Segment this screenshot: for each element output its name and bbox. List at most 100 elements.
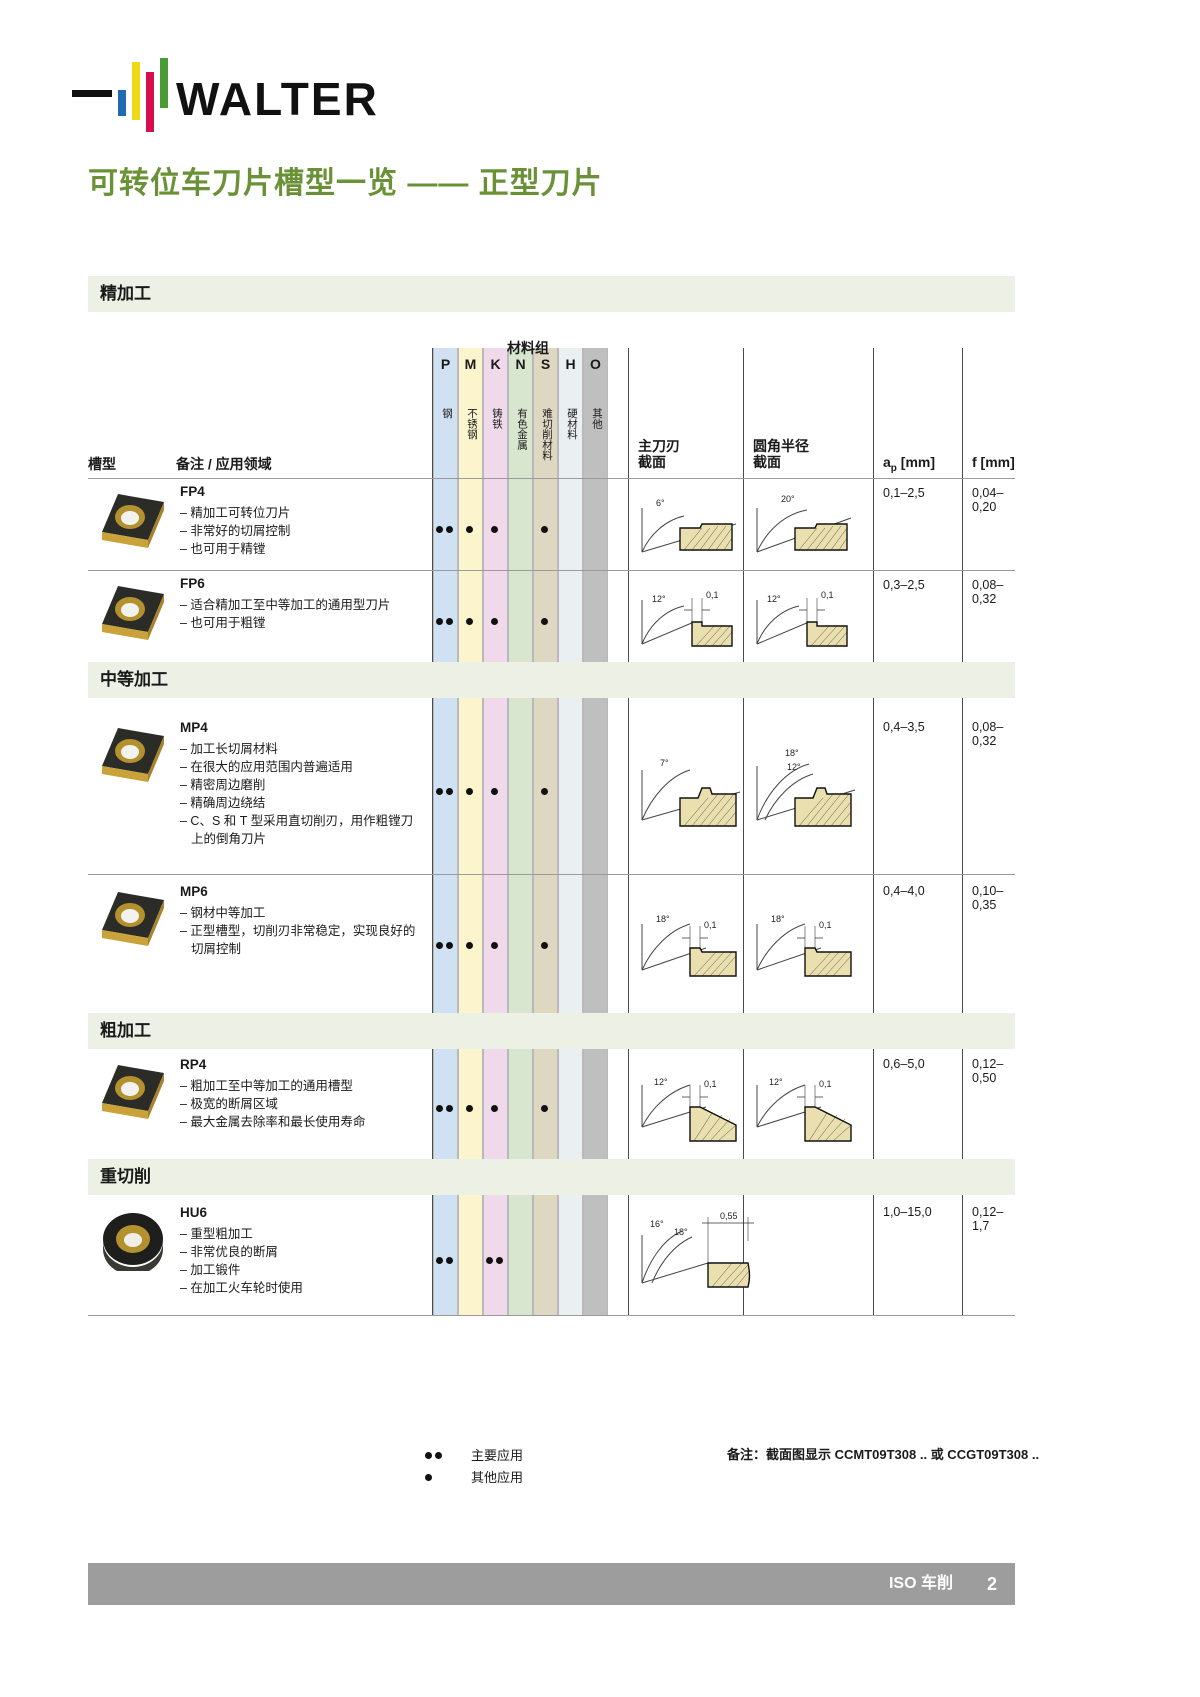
insert-photo-fp6: [94, 582, 172, 644]
material-column-P: [433, 1195, 458, 1315]
material-letter-N: N: [515, 356, 526, 372]
insert-photo-rp4: [94, 1061, 172, 1123]
table-row-fp6: FP6 – 适合精加工至中等加工的通用型刀片 – 也可用于粗镗: [88, 570, 1015, 662]
mark-S-mp4: [541, 782, 548, 800]
table-row-fp4: FP4 – 精加工可转位刀片 – 非常好的切屑控制 – 也可用于精镗: [88, 478, 1015, 570]
svg-text:12°: 12°: [787, 762, 801, 772]
material-column-M: [458, 698, 483, 1013]
vsep-after-matcols: [628, 348, 629, 662]
svg-text:12°: 12°: [767, 594, 781, 604]
mark-P-fp4: [436, 520, 453, 538]
section-diagram-corner-radius-mp6: 18° 0,1: [751, 900, 861, 986]
mark-P-hu6: [436, 1251, 453, 1269]
material-label-P: 钢: [441, 408, 453, 419]
insert-photo-mp6: [94, 888, 172, 950]
material-column-K: [483, 1195, 508, 1315]
material-column-N: [508, 698, 533, 1013]
material-column-P: [433, 698, 458, 1013]
value-f-fp6: 0,08–0,32: [972, 578, 1004, 606]
mark-M-fp4: [466, 520, 473, 538]
svg-text:12°: 12°: [652, 594, 666, 604]
value-ap-mp4: 0,4–3,5: [883, 720, 925, 734]
col-header-main-edge: 主刀刃 截面: [638, 438, 680, 470]
section-diagram-main-edge-mp6: 18° 0,1: [636, 900, 746, 986]
material-label-N: 有色金属: [516, 408, 528, 450]
insert-photo-fp4: [94, 490, 172, 552]
col-header-note: 备注 / 应用领域: [176, 456, 272, 472]
mark-K-rp4: [491, 1099, 498, 1117]
material-color-columns-roughing: [433, 1049, 628, 1159]
vsep-before-ap: [873, 348, 874, 662]
material-column-S: [533, 1195, 558, 1315]
material-column-P: [433, 1049, 458, 1159]
material-color-columns-heavy: [433, 1195, 628, 1315]
material-column-P: P 钢: [433, 348, 458, 662]
material-label-M: 不锈钢: [466, 408, 478, 440]
table-row-hu6: HU6 – 重型粗加工 – 非常优良的断屑 – 加工锻件 – 在加工火车轮时使用: [88, 1195, 1015, 1315]
section-diagram-main-edge-rp4: 12° 0,1: [636, 1063, 746, 1149]
col-header-ap: ap [mm]: [883, 454, 936, 474]
vsep-before-f: [962, 348, 963, 662]
value-f-hu6: 0,12–1,7: [972, 1205, 1004, 1233]
material-group-title: 材料组: [507, 340, 549, 356]
svg-text:0,1: 0,1: [819, 920, 832, 930]
material-label-O: 其他: [591, 408, 603, 429]
chipbreaker-desc-rp4: – 粗加工至中等加工的通用槽型 – 极宽的断屑区域 – 最大金属去除率和最长使用…: [180, 1079, 366, 1129]
svg-text:16°: 16°: [650, 1219, 664, 1229]
mark-K-fp6: [491, 612, 498, 630]
svg-text:12°: 12°: [654, 1077, 668, 1087]
legend-primary: 主要应用: [425, 1443, 523, 1465]
logo-bar-blue-icon: [118, 90, 126, 116]
chipbreaker-code-hu6: HU6: [180, 1205, 208, 1220]
table-block-finishing: P 钢 M 不锈钢 K 铸铁 N 有色金属 S 难切削材料: [88, 312, 1015, 662]
svg-text:18°: 18°: [771, 914, 785, 924]
svg-text:0,1: 0,1: [704, 1079, 717, 1089]
material-color-columns-medium: [433, 698, 628, 1013]
mark-K-hu6: [486, 1251, 503, 1269]
material-column-M: M 不锈钢: [458, 348, 483, 662]
table-block-medium: MP4 – 加工长切屑材料 – 在很大的应用范围内普遍适用 – 精密周边磨削 –…: [88, 698, 1015, 1013]
legend-primary-label: 主要应用: [471, 1447, 524, 1463]
material-column-S: [533, 698, 558, 1013]
footnote: 备注：截面图显示 CCMT09T308 .. 或 CCGT09T308 ..: [727, 1447, 1040, 1462]
legend-other-marks: [425, 1469, 471, 1484]
mark-K-mp6: [491, 936, 498, 954]
logo-bar-green-icon: [160, 58, 168, 108]
chipbreaker-code-rp4: RP4: [180, 1057, 207, 1072]
value-f-mp6: 0,10–0,35: [972, 884, 1004, 912]
page-title: 可转位车刀片槽型一览 —— 正型刀片: [88, 167, 603, 200]
chipbreaker-desc-fp6: – 适合精加工至中等加工的通用型刀片 – 也可用于粗镗: [180, 598, 391, 630]
vsep-left-matcols: [432, 348, 433, 662]
section-diagram-corner-radius-rp4: 12° 0,1: [751, 1063, 861, 1149]
col-header-main-edge-line2: 截面: [638, 454, 666, 470]
material-column-H: [558, 698, 583, 1013]
col-header-main-edge-line1: 主刀刃: [638, 438, 680, 454]
mark-P-fp6: [436, 612, 453, 630]
footer-iso-label: ISO 车削: [888, 1575, 953, 1592]
value-ap-fp4: 0,1–2,5: [883, 486, 925, 500]
section-diagram-main-edge-mp4: 7°: [636, 740, 746, 836]
table-row-mp4: MP4 – 加工长切屑材料 – 在很大的应用范围内普遍适用 – 精密周边磨削 –…: [88, 698, 1015, 874]
svg-text:0,1: 0,1: [821, 590, 834, 600]
material-column-N: N 有色金属: [508, 348, 533, 662]
mark-S-mp6: [541, 936, 548, 954]
material-column-K: K 铸铁: [483, 348, 508, 662]
chipbreaker-overview-table: 精加工 P 钢 M 不锈钢 K 铸铁 N 有色金属: [88, 276, 1015, 1316]
material-label-H: 硬材料: [566, 408, 578, 440]
mark-K-fp4: [491, 520, 498, 538]
svg-text:7°: 7°: [660, 758, 669, 768]
vsep-edge-radius: [743, 348, 744, 662]
value-ap-mp6: 0,4–4,0: [883, 884, 925, 898]
col-header-corner-radius-line2: 截面: [753, 454, 781, 470]
section-band-finishing: 精加工: [88, 276, 1015, 312]
material-column-O: [583, 698, 608, 1013]
material-column-K: [483, 1049, 508, 1159]
svg-text:0,55: 0,55: [720, 1211, 738, 1221]
col-header-slot-type: 槽型: [88, 456, 116, 472]
svg-text:18°: 18°: [674, 1227, 688, 1237]
walter-logo: WALTER: [72, 50, 392, 132]
material-label-S: 难切削材料: [541, 408, 553, 461]
table-row-rp4: RP4 – 粗加工至中等加工的通用槽型 – 极宽的断屑区域 – 最大金属去除率和…: [88, 1049, 1015, 1159]
material-column-K: [483, 698, 508, 1013]
logo-wordmark: WALTER: [176, 73, 379, 125]
